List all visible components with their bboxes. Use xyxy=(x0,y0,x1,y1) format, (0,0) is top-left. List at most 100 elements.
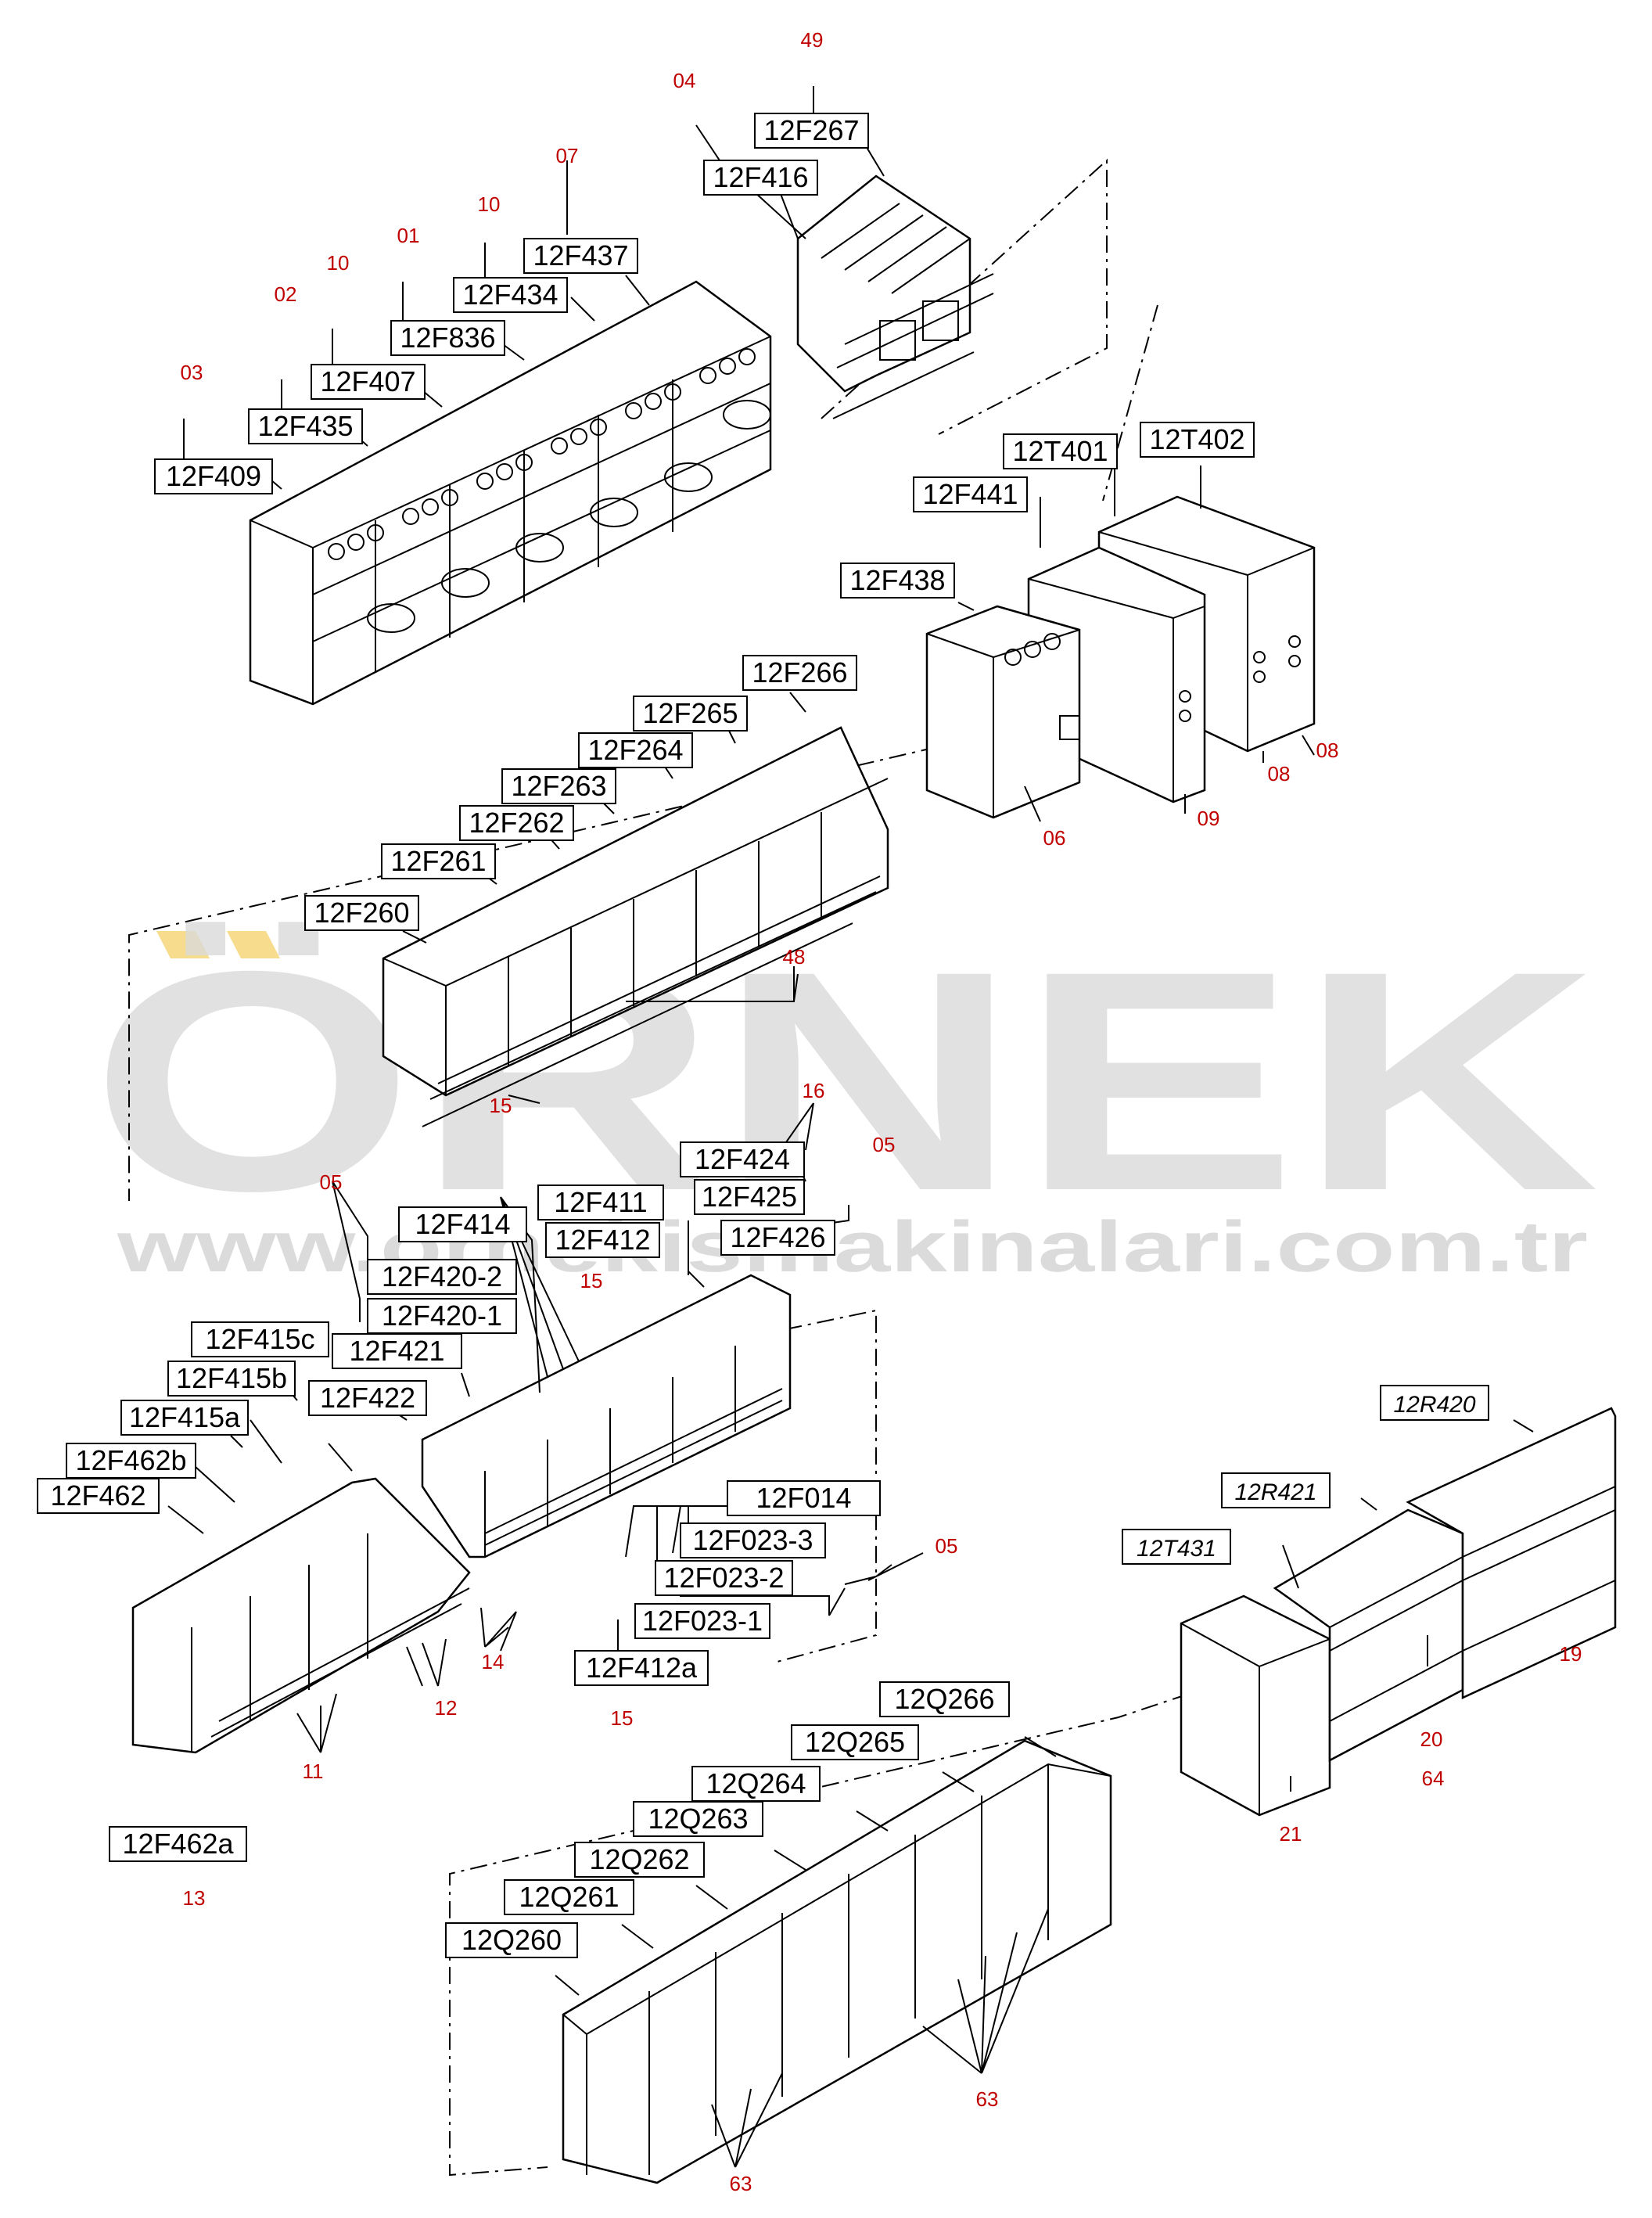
part-label: 12F435 xyxy=(248,408,363,444)
part-label-text: 12Q261 xyxy=(519,1881,619,1913)
rail-line xyxy=(1102,304,1158,501)
label-box xyxy=(1380,1385,1489,1421)
part-label: 12F426 xyxy=(720,1220,835,1256)
part-label-text: 12Q265 xyxy=(805,1726,905,1758)
ref-number: 19 xyxy=(1560,1642,1582,1666)
part-label: 12Q261 xyxy=(504,1879,634,1915)
label-boxes: 12F26712F41612F43712F43412F83612F40712F4… xyxy=(37,113,1489,1958)
label-box xyxy=(754,113,869,149)
label-box xyxy=(1003,433,1118,469)
ref-number: 10 xyxy=(478,192,501,216)
label-box xyxy=(523,238,638,274)
part-label-text: 12F415c xyxy=(205,1323,314,1355)
part-label-text: 12F420-2 xyxy=(382,1260,502,1292)
part-label-text: 12T431 xyxy=(1137,1536,1216,1562)
part-label: 12F462 xyxy=(37,1478,160,1514)
part-label-text: 12F414 xyxy=(415,1208,510,1240)
label-box xyxy=(390,320,505,356)
part-label: 12F263 xyxy=(501,768,616,804)
part-label-text: 12F416 xyxy=(713,161,808,193)
ref-number: 05 xyxy=(873,1133,896,1156)
part-label: 12F014 xyxy=(727,1480,881,1516)
part-label-text: 12F437 xyxy=(533,239,628,271)
leader-lines xyxy=(167,86,1534,2168)
reference-numbers: 4904071001100203060908084815160505150514… xyxy=(181,28,1582,2195)
label-box xyxy=(1140,422,1255,458)
label-box xyxy=(742,655,857,691)
part-label-text: 12F264 xyxy=(587,734,683,766)
rail-line xyxy=(449,1693,1190,2177)
part-label: 12F421 xyxy=(332,1333,462,1369)
label-box xyxy=(504,1879,634,1915)
label-box xyxy=(680,1141,805,1177)
ref-number: 14 xyxy=(482,1650,505,1673)
label-box xyxy=(703,160,818,196)
part-label-text: 12F441 xyxy=(922,478,1018,510)
part-label: 12F260 xyxy=(304,895,419,931)
part-label: 12F023-3 xyxy=(680,1522,826,1558)
part-label: 12F441 xyxy=(913,476,1028,512)
part-label-text: 12F462a xyxy=(122,1828,234,1860)
part-label-text: 12F409 xyxy=(166,460,261,492)
ref-number: 12 xyxy=(435,1696,458,1720)
terminal-modules-right xyxy=(1180,1407,1617,1817)
ref-number: 08 xyxy=(1316,739,1339,762)
relay-group xyxy=(925,495,1316,819)
label-box xyxy=(655,1560,793,1596)
ref-number: 04 xyxy=(673,69,696,92)
ref-number: 06 xyxy=(1043,826,1066,850)
part-label: 12F407 xyxy=(311,364,426,400)
ref-number: 15 xyxy=(611,1706,634,1730)
part-label-text: 12Q260 xyxy=(461,1924,562,1956)
ref-number: 05 xyxy=(320,1170,343,1194)
label-box xyxy=(453,277,568,313)
part-label: 12T431 xyxy=(1122,1529,1231,1565)
label-box xyxy=(913,476,1028,512)
label-box xyxy=(248,408,363,444)
ref-number: 13 xyxy=(183,1886,206,1910)
label-box xyxy=(501,768,616,804)
motor-breaker-row-top xyxy=(249,280,772,706)
part-label: 12F261 xyxy=(381,843,496,879)
part-label: 12F409 xyxy=(154,458,273,494)
part-label: 12F836 xyxy=(390,320,505,356)
label-box xyxy=(398,1206,527,1242)
part-label: 12Q265 xyxy=(791,1724,919,1760)
part-label-text: 12F411 xyxy=(554,1186,647,1218)
ref-number: 49 xyxy=(801,28,824,52)
part-label-text: 12T401 xyxy=(1012,435,1108,467)
part-label-text: 12F421 xyxy=(349,1335,444,1367)
label-box xyxy=(680,1522,826,1558)
label-box xyxy=(37,1478,160,1514)
label-box xyxy=(459,805,574,841)
label-box xyxy=(167,1361,296,1397)
part-label-text: 12F435 xyxy=(257,410,353,442)
part-label: 12F262 xyxy=(459,805,574,841)
part-label-text: 12Q264 xyxy=(706,1767,806,1799)
ref-number: 08 xyxy=(1268,762,1291,785)
part-label-text: 12Q263 xyxy=(648,1803,748,1835)
part-label-text: 12F023-2 xyxy=(663,1562,784,1594)
part-label: 12Q264 xyxy=(691,1766,821,1802)
part-label: 12F266 xyxy=(742,655,857,691)
part-label-text: 12F438 xyxy=(849,564,945,596)
watermark-accent-mark xyxy=(156,931,210,958)
ref-number: 63 xyxy=(730,2172,752,2195)
label-box xyxy=(109,1826,247,1862)
part-label-text: 12R420 xyxy=(1393,1392,1475,1418)
label-box xyxy=(574,1650,709,1686)
part-label: 12F411 xyxy=(537,1184,664,1220)
part-label: 12Q266 xyxy=(879,1681,1010,1717)
part-label: 12F424 xyxy=(680,1141,805,1177)
part-label-text: 12F426 xyxy=(730,1221,825,1253)
part-label: 12T402 xyxy=(1140,422,1255,458)
label-box xyxy=(120,1400,249,1436)
part-label-text: 12F462 xyxy=(50,1479,145,1512)
label-box xyxy=(537,1184,664,1220)
ref-number: 15 xyxy=(580,1269,603,1292)
part-label: 12F023-2 xyxy=(655,1560,793,1596)
ref-number: 10 xyxy=(327,251,350,275)
label-box xyxy=(308,1380,427,1416)
watermark-title: ÖRNEK xyxy=(90,906,1600,1256)
